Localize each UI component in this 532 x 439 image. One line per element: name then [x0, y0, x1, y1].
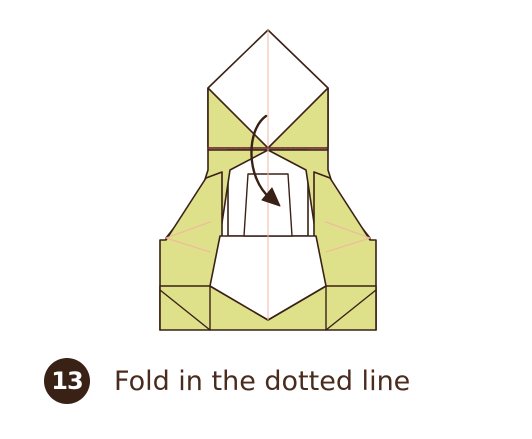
step-caption: 13 Fold in the dotted line: [44, 356, 410, 406]
lower-flap-edges: [159, 285, 377, 331]
fold-arrow-head: [261, 187, 281, 207]
step-number-badge: 13: [44, 358, 90, 404]
origami-step-diagram: [159, 29, 377, 331]
paper-top-left-yellow-triangle: [207, 87, 269, 149]
curved-fold-arrow: [250, 114, 272, 200]
side-flap-creases: [165, 221, 371, 253]
step-instruction: Fold in the dotted line: [114, 365, 411, 397]
